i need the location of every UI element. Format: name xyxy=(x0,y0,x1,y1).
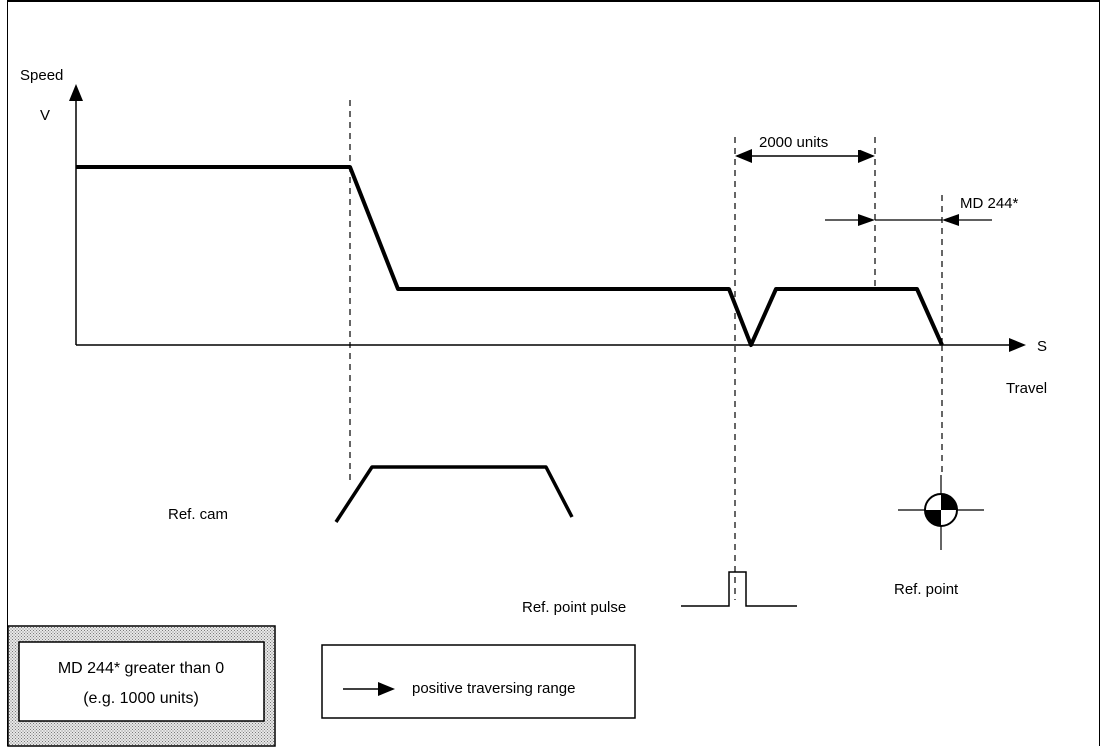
arrow-left-icon xyxy=(942,214,959,226)
diagram-frame xyxy=(7,0,1100,746)
arrow-right-icon xyxy=(378,682,395,696)
legend-box: positive traversing range xyxy=(321,644,636,719)
condition-note: MD 244* greater than 0 (e.g. 1000 units) xyxy=(7,625,276,747)
arrow-right-icon xyxy=(858,214,875,226)
condition-line-1: MD 244* greater than 0 xyxy=(58,660,224,677)
ref-point-pulse-label: Ref. point pulse xyxy=(522,599,626,616)
md-offset-label: MD 244* xyxy=(960,195,1019,212)
x-axis-label: Travel xyxy=(1006,380,1047,397)
condition-line-2: (e.g. 1000 units) xyxy=(83,690,199,707)
ref-cam-signal xyxy=(334,465,574,523)
ref-point-label: Ref. point xyxy=(894,581,959,598)
ref-cam-label: Ref. cam xyxy=(168,506,228,523)
distance-dimension: 2000 units xyxy=(735,130,875,163)
legend-text: positive traversing range xyxy=(412,680,575,697)
reference-point-crosshair-icon xyxy=(898,475,984,550)
y-axis xyxy=(69,84,83,345)
x-axis-arrowhead-icon xyxy=(1009,338,1026,352)
x-axis-symbol: S xyxy=(1037,338,1047,355)
arrow-right-icon xyxy=(858,149,875,163)
y-axis-label: Speed xyxy=(20,67,63,84)
y-axis-arrowhead-icon xyxy=(69,84,83,101)
dashed-guides xyxy=(349,100,943,600)
arrow-left-icon xyxy=(735,149,752,163)
x-axis xyxy=(76,338,1026,352)
y-axis-symbol: V xyxy=(40,107,50,124)
speed-profile-line xyxy=(76,165,944,347)
md-offset-dimension: MD 244* xyxy=(825,195,1019,226)
ref-point-pulse-signal xyxy=(681,571,797,607)
distance-label: 2000 units xyxy=(759,134,828,151)
